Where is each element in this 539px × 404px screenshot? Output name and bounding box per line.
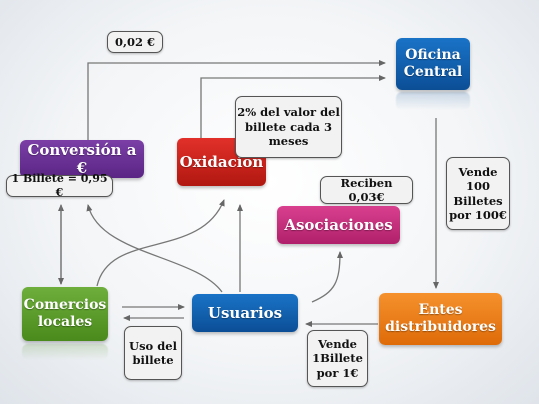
note-billete-rate: 1 Billete = 0,95 € xyxy=(6,172,113,199)
comercios-reflection xyxy=(22,344,108,360)
note-amount: 0,02 € xyxy=(107,31,163,53)
arrow-oxidacion-to-oficina xyxy=(200,75,386,138)
arrow-comercios-to-oxidacion xyxy=(96,199,225,287)
arrow-usuarios-to-conversion xyxy=(86,204,223,293)
arrow-usuarios-to-asociaciones xyxy=(311,251,343,303)
note-reciben: Reciben 0,03€ xyxy=(320,176,413,204)
node-entes-distribuidores: Entes distribuidores xyxy=(379,293,502,345)
node-usuarios: Usuarios xyxy=(192,294,298,332)
arrow-conversion-to-oficina xyxy=(87,60,386,140)
node-comercios-locales: Comercios locales xyxy=(22,287,108,341)
node-asociaciones: Asociaciones xyxy=(277,206,400,244)
note-oxidation-rate: 2% del valor del billete cada 3 meses xyxy=(235,96,342,158)
node-oficina-central: Oficina Central xyxy=(396,38,470,90)
note-vende-1: Vende 1Billete por 1€ xyxy=(307,330,368,387)
note-vende-100: Vende 100 Billetes por 100€ xyxy=(446,157,510,230)
oficina-reflection xyxy=(396,92,470,110)
node-conversion: Conversión a € xyxy=(20,140,144,178)
node-oxidacion: Oxidación xyxy=(177,138,266,186)
note-uso-billete: Uso del billete xyxy=(124,326,182,380)
